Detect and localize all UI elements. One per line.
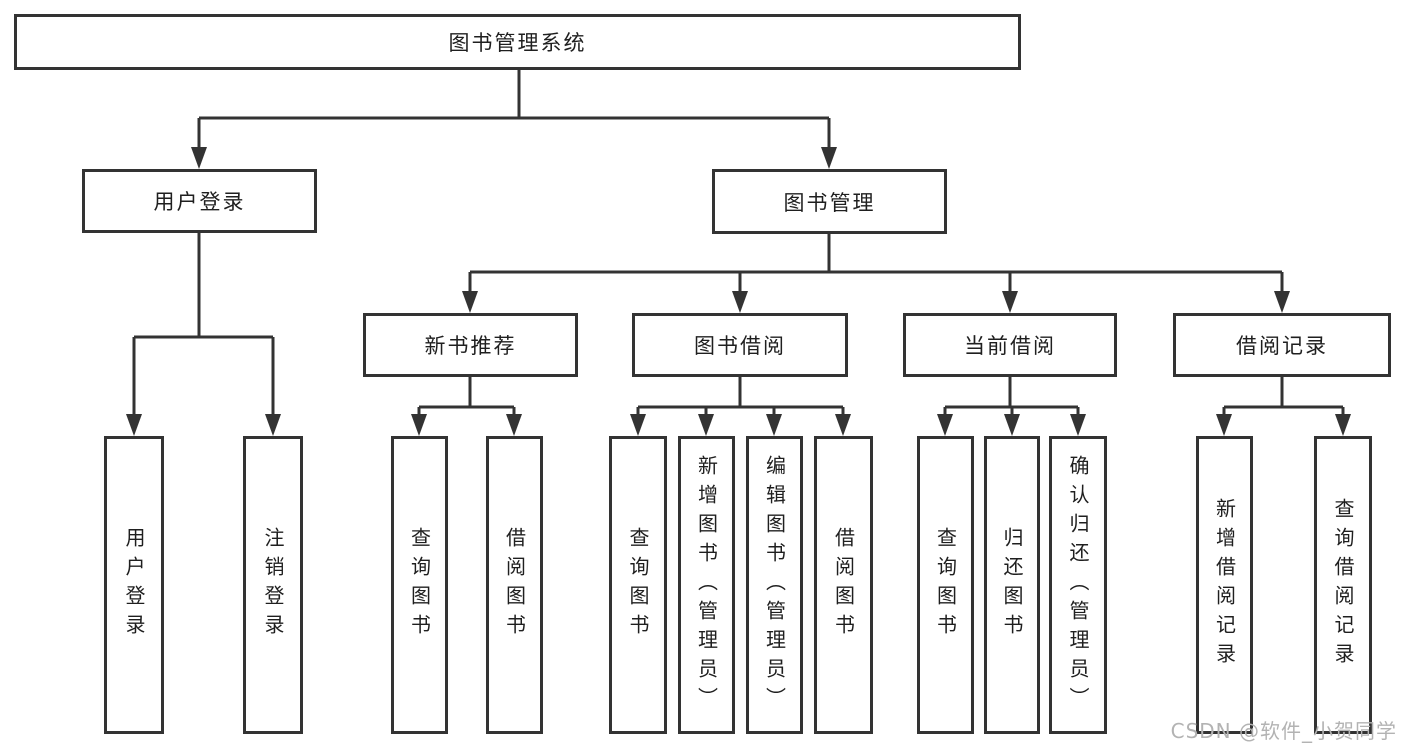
- node-leaf-add-books-admin: 新增图书（管理员）: [678, 436, 735, 734]
- leaf-label: 借阅图书: [831, 527, 856, 643]
- node-leaf-query-borrow-record: 查询借阅记录: [1314, 436, 1372, 734]
- node-leaf-edit-books-admin: 编辑图书（管理员）: [746, 436, 803, 734]
- arrow-down-icon: [1216, 414, 1232, 436]
- arrow-down-icon: [698, 414, 714, 436]
- node-leaf-confirm-return-admin: 确认归还（管理员）: [1049, 436, 1107, 734]
- arrow-down-icon: [462, 291, 478, 313]
- leaf-label: 确认归还（管理员）: [1066, 454, 1090, 716]
- leaf-label: 查询图书: [407, 527, 432, 643]
- leaf-label: 注销登录: [261, 527, 285, 643]
- connector-records-split: [1222, 377, 1345, 418]
- node-borrowing-records: 借阅记录: [1173, 313, 1391, 377]
- connector-user-login-split: [132, 233, 275, 418]
- connector-borrowing-split: [636, 377, 845, 418]
- connector-current-split: [943, 377, 1080, 418]
- leaf-label: 查询图书: [626, 527, 650, 643]
- arrowheads: [126, 147, 1351, 436]
- node-leaf-add-borrow-record: 新增借阅记录: [1196, 436, 1253, 734]
- node-book-borrowing: 图书借阅: [632, 313, 848, 377]
- arrow-down-icon: [766, 414, 782, 436]
- watermark-text: CSDN @软件_小贺同学: [1170, 719, 1397, 743]
- connector-book-management-split: [468, 234, 1284, 294]
- arrow-down-icon: [1002, 291, 1018, 313]
- node-current-borrowing: 当前借阅: [903, 313, 1117, 377]
- arrow-down-icon: [191, 147, 207, 169]
- leaf-label: 借阅图书: [502, 527, 527, 643]
- node-leaf-query-books-recommend: 查询图书: [391, 436, 448, 734]
- node-new-book-recommendation: 新书推荐: [363, 313, 578, 377]
- node-leaf-borrow-books-borrowing: 借阅图书: [814, 436, 873, 734]
- arrow-down-icon: [126, 414, 142, 436]
- leaf-label: 查询借阅记录: [1331, 498, 1355, 672]
- arrow-down-icon: [506, 414, 522, 436]
- leaf-label: 查询图书: [933, 527, 958, 643]
- connector-recommend-split: [417, 377, 516, 418]
- node-leaf-borrow-books-recommend: 借阅图书: [486, 436, 543, 734]
- node-book-management: 图书管理: [712, 169, 947, 234]
- arrow-down-icon: [411, 414, 427, 436]
- arrow-down-icon: [265, 414, 281, 436]
- arrow-down-icon: [732, 291, 748, 313]
- node-user-login: 用户登录: [82, 169, 317, 233]
- node-leaf-return-books: 归还图书: [984, 436, 1040, 734]
- leaf-label: 新增借阅记录: [1212, 498, 1237, 672]
- arrow-down-icon: [1070, 414, 1086, 436]
- leaf-label: 归还图书: [1000, 527, 1024, 643]
- node-library-management-system: 图书管理系统: [14, 14, 1021, 70]
- arrow-down-icon: [1274, 291, 1290, 313]
- node-leaf-query-books-borrowing: 查询图书: [609, 436, 667, 734]
- arrow-down-icon: [1004, 414, 1020, 436]
- arrow-down-icon: [821, 147, 837, 169]
- arrow-down-icon: [937, 414, 953, 436]
- arrow-down-icon: [1335, 414, 1351, 436]
- connector-root-to-level2: [197, 70, 831, 150]
- arrow-down-icon: [630, 414, 646, 436]
- node-leaf-query-books-current: 查询图书: [917, 436, 974, 734]
- leaf-label: 编辑图书（管理员）: [762, 454, 787, 716]
- node-leaf-logout: 注销登录: [243, 436, 303, 734]
- leaf-label: 新增图书（管理员）: [694, 454, 719, 716]
- node-leaf-user-login: 用户登录: [104, 436, 164, 734]
- arrow-down-icon: [835, 414, 851, 436]
- leaf-label: 用户登录: [122, 527, 146, 643]
